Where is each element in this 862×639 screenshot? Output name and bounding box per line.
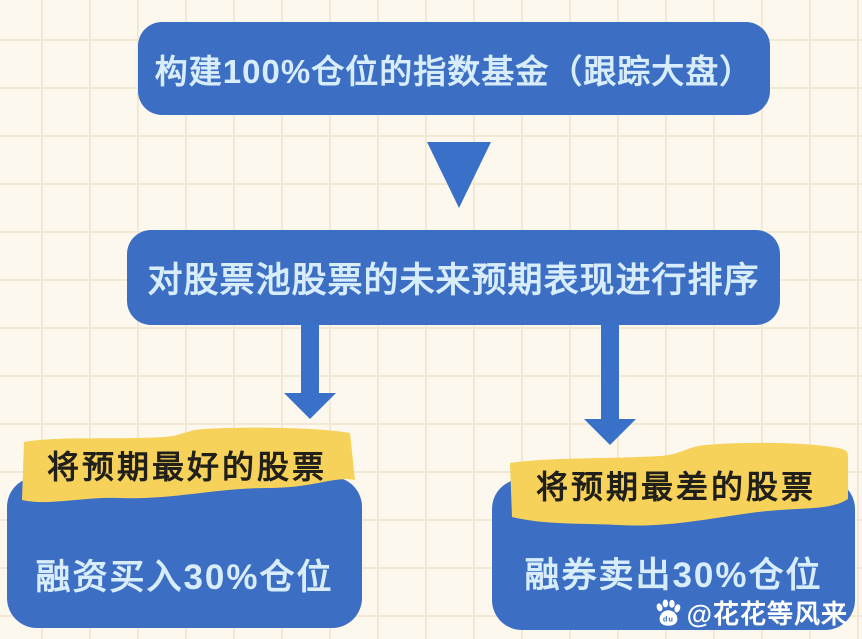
watermark-handle: @花花等风来 [686,599,848,629]
arrow-head [284,393,336,419]
step2-label: 对股票池股票的未来预期表现进行排序 [147,261,760,300]
arrow-down-icon [427,142,491,208]
worst-stocks-label: 将预期最差的股票 [535,469,816,505]
best-stocks-ribbon: 将预期最好的股票 [14,426,360,518]
step1-label: 构建100%仓位的指数基金（跟踪大盘） [154,52,754,90]
branch-arrow-left-icon [283,323,337,419]
baidu-paw-icon: du [656,599,680,626]
margin-buy-label: 融资买入30%仓位 [35,558,334,597]
step2-box: 对股票池股票的未来预期表现进行排序 [127,230,780,325]
worst-stocks-ribbon: 将预期最差的股票 [500,441,852,533]
ribbon-shape-icon [22,427,355,503]
best-stocks-label: 将预期最好的股票 [46,449,327,485]
arrow-head [584,419,636,445]
watermark: du @花花等风来 [653,594,848,631]
margin-buy-box: 融资买入30%仓位 [7,477,362,628]
arrow-stem [301,323,319,395]
short-sell-label: 融券卖出30%仓位 [524,556,823,595]
branch-arrow-right-icon [582,323,638,445]
arrow-stem [601,323,619,421]
step1-box: 构建100%仓位的指数基金（跟踪大盘） [138,22,770,115]
svg-text:du: du [662,614,673,623]
ribbon-shape-icon [510,442,848,526]
